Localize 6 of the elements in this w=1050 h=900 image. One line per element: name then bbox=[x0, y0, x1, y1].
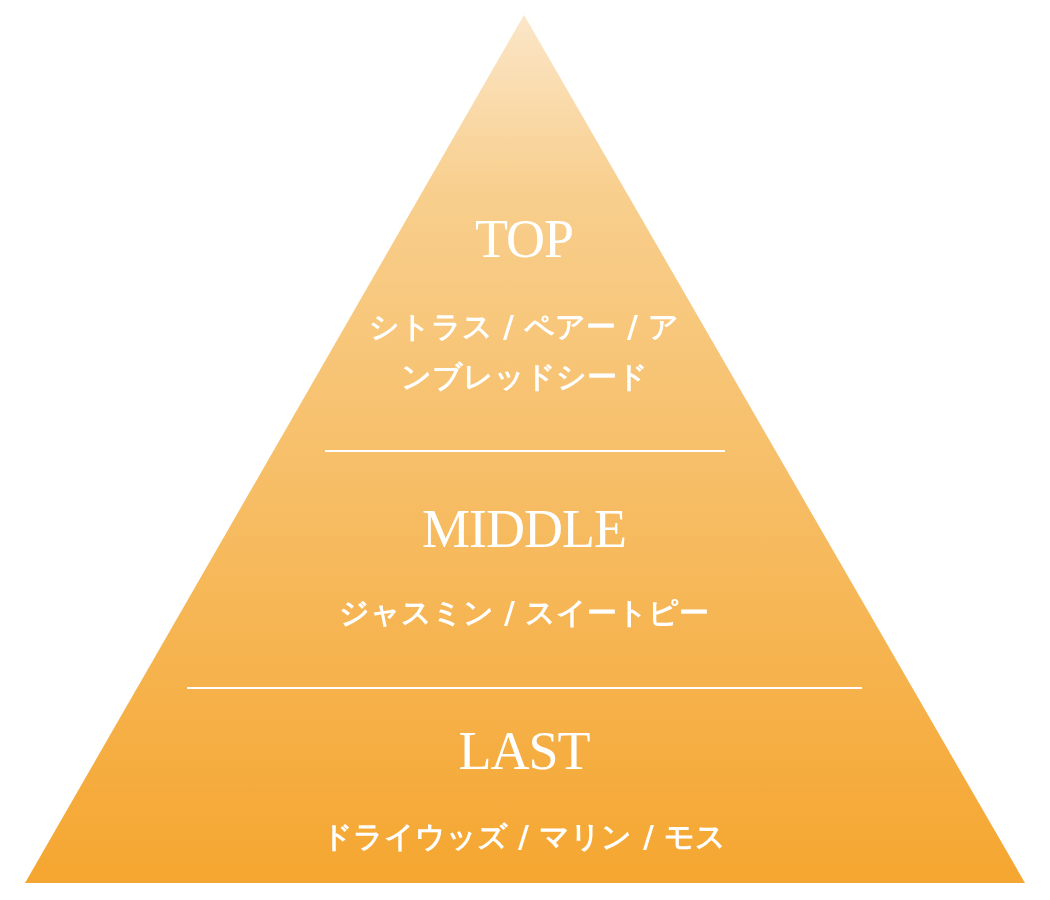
note-list: ジャスミン / スイートピー bbox=[338, 588, 710, 638]
tier-heading: TOP bbox=[474, 212, 573, 266]
tier-heading: LAST bbox=[458, 724, 590, 778]
note-list: シトラス / ペアー / アンブレッドシード bbox=[364, 302, 684, 402]
note-list: ドライウッズ / マリン / モス bbox=[321, 812, 727, 862]
tier-heading: MIDDLE bbox=[422, 502, 626, 556]
